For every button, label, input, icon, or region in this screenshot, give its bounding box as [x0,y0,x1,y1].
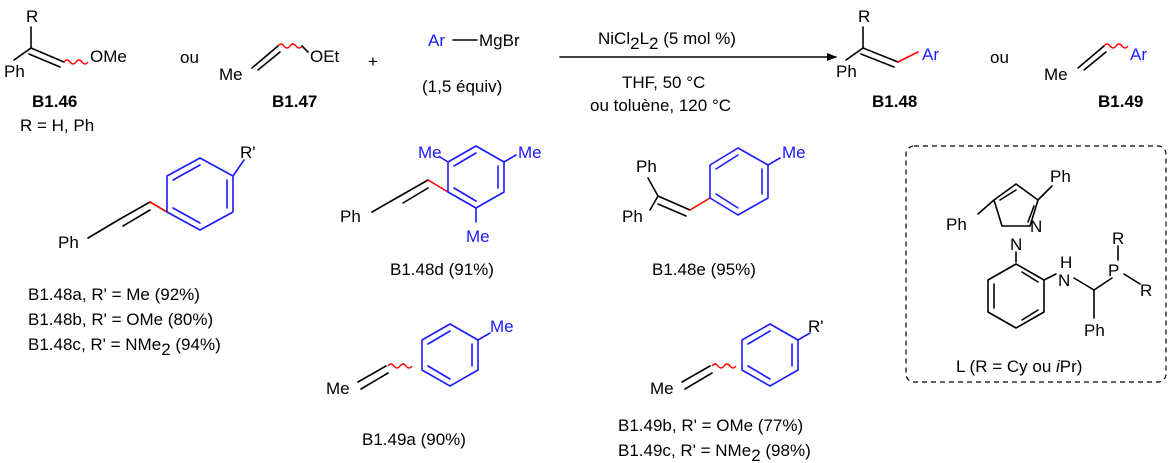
ligand-structure: Ph Ph N N H N Ph P R R L (R = Cy ou iPr) [905,145,1167,383]
yield-b149a: B1.49a (90%) [362,430,466,449]
ligand-caption: L (R = Cy ou iPr) [956,357,1082,376]
compound-id-b149: B1.49 [1098,92,1143,111]
methyl-label: Me [490,317,514,336]
me-label: Me [650,379,674,398]
enol-ether-b146: R Ph OMe B1.46 R = H, Ph [4,7,127,135]
plus-sign: + [368,52,378,71]
r-substituent-note: R = H, Ph [20,116,94,135]
ome-label: OMe [90,47,127,66]
me-label: Me [219,65,243,84]
yield-b148e: B1.48e (95%) [652,260,756,279]
product-b149: Me Ar B1.49 [1044,43,1147,111]
methyl-label: Me [518,143,542,162]
r-label: R [1112,229,1124,248]
ph-label: Ph [1050,167,1071,186]
yield-b148c: B1.48c, R' = NMe2 (94%) [28,335,221,359]
catalyst-conditions: NiCl2L2 (5 mol %) [598,29,736,53]
yield-b149c: B1.49c, R' = NMe2 (98%) [618,441,811,463]
r-label: R [26,7,38,26]
compound-id-b147: B1.47 [272,92,317,111]
oet-label: OEt [310,47,340,66]
me-label: Me [326,379,350,398]
grignard-reagent: Ar MgBr (1,5 équiv) [422,31,520,96]
equivalents: (1,5 équiv) [422,77,502,96]
ph-label: Ph [946,215,967,234]
product-b148e: Ph Ph Me B1.48e (95%) [622,143,806,279]
aryl-label: Ar [428,31,445,50]
alternative-conditions: ou toluène, 120 °C [590,96,731,115]
yield-b148d: B1.48d (91%) [390,260,494,279]
methyl-label: Me [466,227,490,246]
nitrogen-label: N [1010,235,1022,254]
product-b148abc: Ph R' B1.48a, R' = Me (92%) B1.48b, R' =… [28,143,256,359]
ph-label: Ph [1084,321,1105,340]
ph-label: Ph [636,157,657,176]
compound-id-b148: B1.48 [872,92,917,111]
nitrogen-label: N [1030,217,1042,236]
ph-label: Ph [622,207,643,226]
nh-hydrogen-label: H [1060,253,1072,272]
methyl-label: Me [782,143,806,162]
reaction-arrow: NiCl2L2 (5 mol %) THF, 50 °C ou toluène,… [559,29,837,115]
me-label: Me [1044,65,1068,84]
ph-label: Ph [58,233,79,252]
methyl-label: Me [418,143,442,162]
solvent-conditions: THF, 50 °C [622,73,705,92]
r-prime-label: R' [240,143,256,162]
product-b148: R Ph Ar B1.48 [836,7,939,111]
or-text: ou [990,48,1009,67]
aryl-label: Ar [922,45,939,64]
r-prime-label: R' [808,317,824,336]
phosphorus-label: P [1108,261,1119,280]
compound-id-b146: B1.46 [32,92,77,111]
ph-label: Ph [836,62,857,81]
ph-label: Ph [340,207,361,226]
aryl-label: Ar [1130,45,1147,64]
product-b149a: Me Me B1.49a (90%) [326,317,514,449]
product-b148d: Ph Me Me Me B1.48d (91%) [340,143,542,279]
yield-b149b: B1.49b, R' = OMe (77%) [618,416,803,435]
ligand-dashed-box [905,145,1167,383]
yield-b148b: B1.48b, R' = OMe (80%) [28,310,213,329]
mgbr-label: MgBr [479,31,520,50]
nh-nitrogen-label: N [1058,271,1070,290]
r-label: R [1140,281,1152,300]
or-text: ou [180,48,199,67]
product-b149bc: Me R' B1.49b, R' = OMe (77%) B1.49c, R' … [618,317,824,463]
r-label: R [858,7,870,26]
yield-b148a: B1.48a, R' = Me (92%) [28,285,200,304]
enol-ether-b147: Me OEt B1.47 [219,43,340,111]
ph-label: Ph [4,62,25,81]
